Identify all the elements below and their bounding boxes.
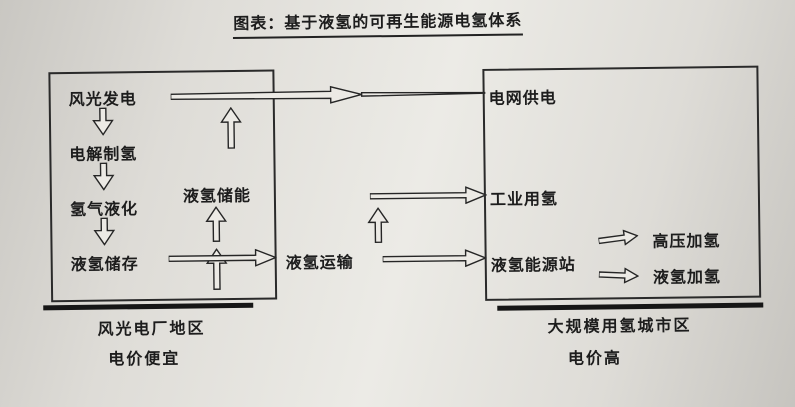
arrow-up-icon: [367, 207, 390, 243]
arrow-right-icon: [597, 228, 640, 249]
left-region-underline: [43, 302, 254, 311]
arrow-up-icon: [205, 206, 228, 242]
node-wind-solar-power: 风光发电: [68, 89, 137, 110]
arrow-right-icon: [598, 267, 640, 285]
left-region-price: 电价便宜: [108, 348, 181, 369]
node-grid-supply: 电网供电: [488, 88, 557, 108]
page-title: 图表：基于液氢的可再生能源电氢体系: [233, 6, 523, 39]
node-liquefaction: 氢气液化: [69, 199, 139, 220]
node-lh2-transport: 液氢运输: [285, 252, 354, 273]
title-container: 图表：基于液氢的可再生能源电氢体系: [0, 4, 758, 42]
arrow-down-icon: [93, 217, 116, 246]
node-electrolysis: 电解制氢: [69, 144, 138, 165]
right-region-name: 大规模用氢城市区: [547, 315, 692, 337]
right-region-underline: [497, 302, 764, 311]
arrow-right-icon: [170, 83, 486, 107]
node-lh2-energy-storage: 液氢储能: [182, 185, 252, 206]
node-industrial-hydrogen: 工业用氢: [489, 189, 559, 209]
right-region-price: 电价高: [567, 348, 623, 368]
node-high-pressure-refueling: 高压加氢: [652, 231, 721, 251]
arrow-down-icon: [92, 107, 114, 136]
left-region-name: 风光电厂地区: [97, 318, 206, 339]
node-lh2-station: 液氢能源站: [490, 254, 576, 275]
arrow-down-icon: [92, 162, 115, 191]
arrow-right-icon: [382, 249, 487, 268]
arrow-right-icon: [369, 186, 488, 205]
node-lh2-storage: 液氢储存: [70, 254, 139, 274]
arrow-up-icon: [220, 106, 243, 149]
arrow-right-icon: [168, 248, 277, 267]
node-lh2-refueling: 液氢加氢: [652, 267, 722, 287]
